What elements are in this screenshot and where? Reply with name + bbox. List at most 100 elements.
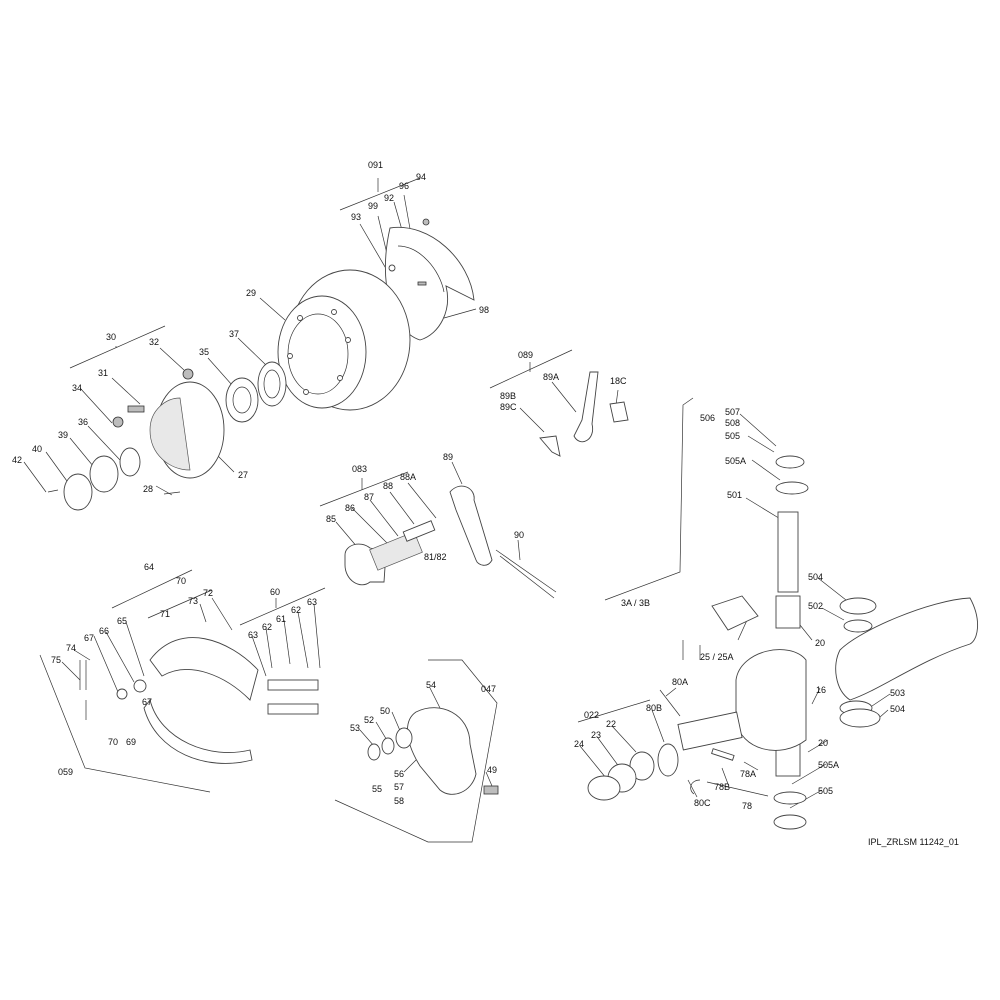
callout-70-lower: 70: [108, 737, 119, 747]
callout-24: 24: [574, 739, 585, 749]
callout-80C: 80C: [694, 798, 711, 808]
callout-059: 059: [58, 767, 74, 777]
callout-49: 49: [487, 765, 498, 775]
callout-50: 50: [380, 706, 391, 716]
callout-22: 22: [606, 719, 617, 729]
callout-40: 40: [32, 444, 43, 454]
brake-shoe-group: [79, 637, 319, 764]
callout-503: 503: [890, 688, 906, 698]
callout-047: 047: [481, 684, 497, 694]
callout-52: 52: [364, 715, 375, 725]
callout-64: 64: [144, 562, 155, 572]
callout-25-25A: 25 / 25A: [700, 652, 734, 662]
anchor-bracket-group: [367, 707, 499, 795]
callout-88A: 88A: [400, 472, 417, 482]
callout-35: 35: [199, 347, 210, 357]
callout-63-right: 63: [307, 597, 318, 607]
camshaft-group: [344, 485, 557, 599]
callout-86: 86: [345, 503, 356, 513]
callout-58: 58: [394, 796, 405, 806]
callout-78B: 78B: [714, 782, 731, 792]
callout-96: 96: [399, 181, 410, 191]
callout-63-left: 63: [248, 630, 259, 640]
callout-87: 87: [364, 492, 375, 502]
callout-091: 091: [368, 160, 384, 170]
callout-67-upper: 67: [84, 633, 95, 643]
callout-32: 32: [149, 337, 160, 347]
callout-99: 99: [368, 201, 379, 211]
callout-57: 57: [394, 782, 405, 792]
callout-31: 31: [98, 368, 109, 378]
callout-88: 88: [383, 481, 394, 491]
callout-501: 501: [727, 490, 743, 500]
callout-504-upper: 504: [808, 572, 824, 582]
callout-89C: 89C: [500, 402, 517, 412]
callout-30: 30: [106, 332, 117, 342]
callout-62-left: 62: [262, 622, 273, 632]
callout-65: 65: [117, 616, 128, 626]
callout-18C: 18C: [610, 376, 627, 386]
callout-80A: 80A: [672, 677, 689, 687]
callout-89: 89: [443, 452, 454, 462]
callout-3A-3B: 3A / 3B: [621, 598, 651, 608]
callout-72: 72: [203, 588, 214, 598]
callout-20-upper: 20: [815, 638, 826, 648]
callout-508: 508: [725, 418, 741, 428]
callout-37: 37: [229, 329, 240, 339]
callout-75: 75: [51, 655, 62, 665]
callout-92: 92: [384, 193, 395, 203]
callout-53: 53: [350, 723, 361, 733]
callout-39: 39: [58, 430, 69, 440]
callout-94: 94: [416, 172, 427, 182]
callout-28: 28: [143, 484, 154, 494]
group-brackets: [23, 177, 891, 843]
slack-adjuster-group: [539, 371, 629, 457]
callout-73: 73: [188, 596, 199, 606]
callout-78: 78: [742, 801, 753, 811]
callout-90: 90: [514, 530, 525, 540]
callout-089: 089: [518, 350, 534, 360]
callout-62-right: 62: [291, 605, 302, 615]
callout-78A: 78A: [740, 769, 757, 779]
callout-93: 93: [351, 212, 362, 222]
callout-27: 27: [238, 470, 249, 480]
callout-34: 34: [72, 383, 83, 393]
callout-85: 85: [326, 514, 337, 524]
wheel-hub-assembly: [47, 361, 287, 511]
callout-505-lower: 505: [818, 786, 834, 796]
callout-56: 56: [394, 769, 405, 779]
callout-54: 54: [426, 680, 437, 690]
callout-71: 71: [160, 609, 171, 619]
callout-61: 61: [276, 614, 287, 624]
callout-69: 69: [126, 737, 137, 747]
callout-60: 60: [270, 587, 281, 597]
drawing-reference: IPL_ZRLSM 11242_01: [868, 837, 959, 847]
callout-74: 74: [66, 643, 77, 653]
callout-505A-lower: 505A: [818, 760, 840, 770]
callout-23: 23: [591, 730, 602, 740]
callout-505A-upper: 505A: [725, 456, 747, 466]
brake-drum: [277, 269, 411, 411]
callout-67-lower: 67: [142, 697, 153, 707]
callout-502: 502: [808, 601, 824, 611]
callout-505: 505: [725, 431, 741, 441]
steering-knuckle-assembly: [587, 455, 978, 830]
callout-55: 55: [372, 784, 383, 794]
callout-42: 42: [12, 455, 23, 465]
callout-20-lower: 20: [818, 738, 829, 748]
callout-16: 16: [816, 685, 827, 695]
callout-89B: 89B: [500, 391, 517, 401]
callout-507: 507: [725, 407, 741, 417]
callout-504-lower: 504: [890, 704, 906, 714]
callout-80B: 80B: [646, 703, 663, 713]
callout-70-upper: 70: [176, 576, 187, 586]
callout-29: 29: [246, 288, 257, 298]
callout-66: 66: [99, 626, 110, 636]
callout-81-82: 81/82: [424, 552, 447, 562]
callout-083: 083: [352, 464, 368, 474]
callout-89A: 89A: [543, 372, 560, 382]
callout-022: 022: [584, 710, 600, 720]
